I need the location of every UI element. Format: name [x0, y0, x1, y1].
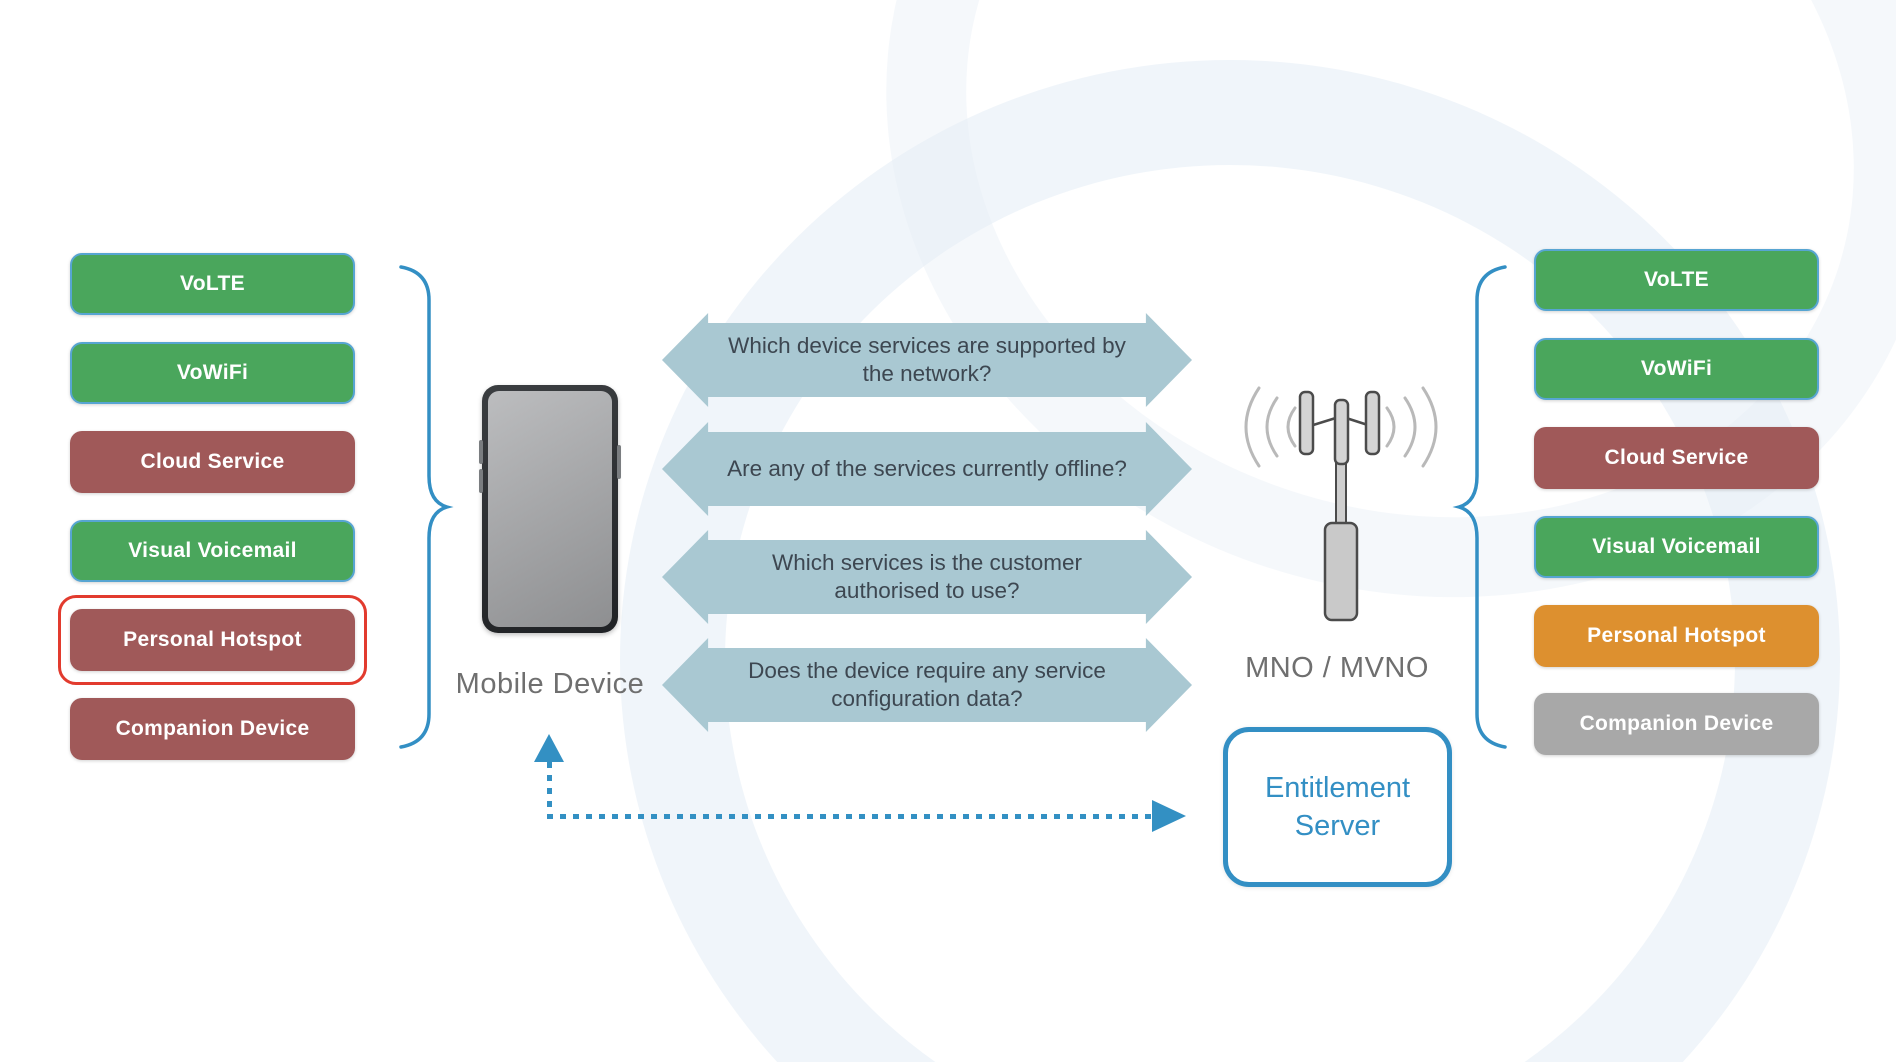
- service-node-vowifi-left: VoWiFi: [70, 342, 355, 404]
- dotted-connector-vertical: [547, 762, 552, 818]
- phone-side-button: [479, 469, 483, 493]
- question-arrow-customer-authorised: Which services is the customer authorise…: [662, 530, 1192, 624]
- service-node-cloud-service-right: Cloud Service: [1534, 427, 1819, 489]
- mobile-device-illustration: [479, 385, 621, 633]
- entitlement-server-box: Entitlement Server: [1223, 727, 1452, 887]
- service-node-volte-right: VoLTE: [1534, 249, 1819, 311]
- left-brace: [399, 265, 454, 749]
- personal-hotspot-highlight-ring: [58, 595, 367, 685]
- phone-screen: [488, 391, 612, 627]
- question-arrow-supported-services: Which device services are supported by t…: [662, 313, 1192, 407]
- service-node-visual-voicemail-right: Visual Voicemail: [1534, 516, 1819, 578]
- service-node-visual-voicemail-left: Visual Voicemail: [70, 520, 355, 582]
- service-node-companion-device-right: Companion Device: [1534, 693, 1819, 755]
- cell-tower-icon: [1244, 386, 1438, 622]
- mobile-device-label: Mobile Device: [455, 668, 645, 700]
- right-brace: [1452, 265, 1507, 749]
- question-arrow-services-offline: Are any of the services currently offlin…: [662, 422, 1192, 516]
- service-node-companion-device-left: Companion Device: [70, 698, 355, 760]
- service-node-volte-left: VoLTE: [70, 253, 355, 315]
- mno-mvno-label: MNO / MVNO: [1245, 652, 1429, 684]
- service-node-vowifi-right: VoWiFi: [1534, 338, 1819, 400]
- phone-side-button: [479, 440, 483, 464]
- phone-side-button: [617, 445, 621, 479]
- dotted-arrowhead-up: [534, 734, 564, 762]
- dotted-connector-horizontal: [547, 814, 1152, 819]
- service-node-personal-hotspot-left: Personal Hotspot: [70, 609, 355, 671]
- service-node-personal-hotspot-right: Personal Hotspot: [1534, 605, 1819, 667]
- question-arrow-configuration-data: Does the device require any service conf…: [662, 638, 1192, 732]
- dotted-arrowhead-right: [1152, 800, 1186, 832]
- service-node-cloud-service-left: Cloud Service: [70, 431, 355, 493]
